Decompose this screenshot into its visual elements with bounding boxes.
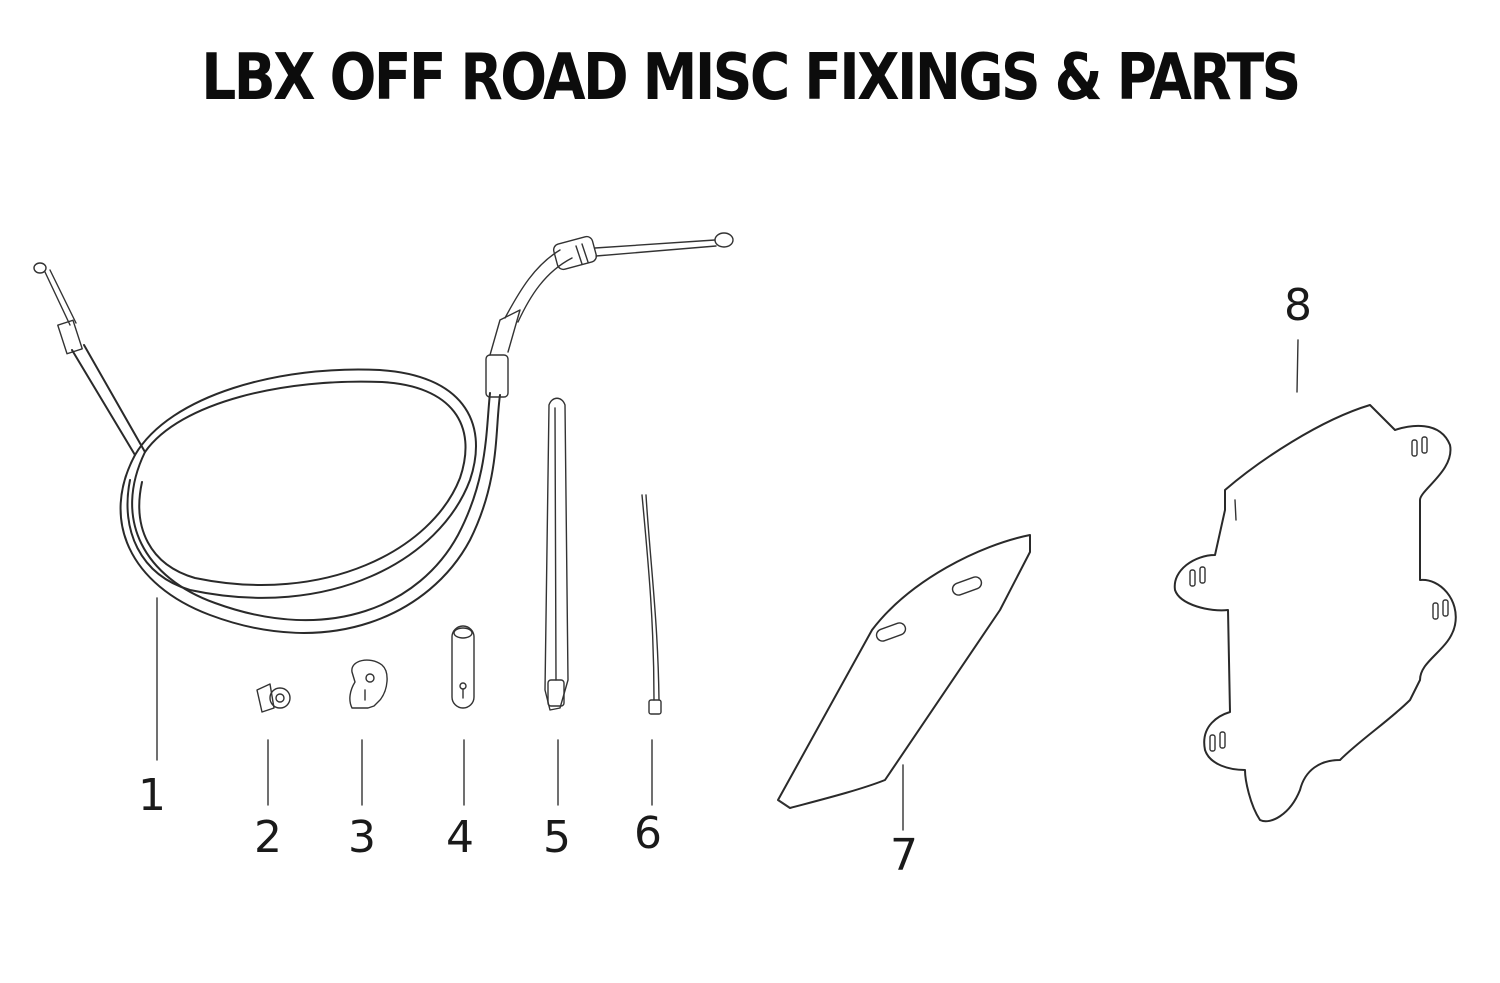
callout-7: 7 bbox=[890, 830, 918, 881]
diagram-title: LBX OFF ROAD MISC FIXINGS & PARTS bbox=[201, 41, 1301, 115]
callout-6: 6 bbox=[634, 808, 662, 859]
callout-1: 1 bbox=[138, 770, 166, 821]
part-7-number-plate bbox=[777, 534, 1031, 831]
callout-8: 8 bbox=[1284, 280, 1312, 331]
part-8-mounting-plate bbox=[1173, 339, 1457, 823]
callout-3: 3 bbox=[348, 812, 376, 863]
callout-2: 2 bbox=[254, 812, 282, 863]
part-2-bolt bbox=[256, 683, 291, 806]
part-1-throttle-cable bbox=[33, 232, 734, 761]
callout-4: 4 bbox=[446, 812, 474, 863]
part-3-clip bbox=[349, 659, 388, 806]
callout-5: 5 bbox=[543, 812, 571, 863]
part-6-cable-tie bbox=[641, 494, 662, 806]
part-5-long-tie bbox=[544, 397, 569, 806]
part-4-grommet bbox=[451, 625, 475, 806]
